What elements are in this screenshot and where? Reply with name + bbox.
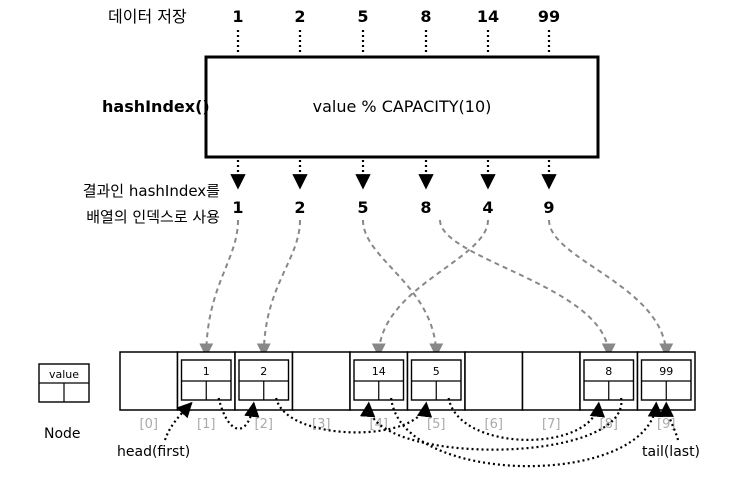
legend-node: value [38, 363, 90, 403]
node-value-1: 1 [203, 365, 210, 378]
result-label-line2: 배열의 인덱스로 사용 [86, 208, 220, 226]
array-index-3: [3] [312, 417, 330, 432]
node-value-8: 8 [605, 365, 612, 378]
array-index-5: [5] [427, 417, 445, 432]
head-pointer-label: head(first) [117, 444, 190, 460]
input-value-8: 8 [420, 7, 431, 26]
hash-arrow-to-slot-1 [199, 219, 239, 358]
array-index-4: [4] [370, 417, 388, 432]
result-value-8: 8 [420, 198, 431, 217]
node-value-4: 14 [372, 365, 386, 378]
node-slot-5: 5 [410, 359, 462, 401]
node-value-5: 5 [433, 365, 440, 378]
pointer-arrows [163, 401, 680, 441]
array-slot-6 [464, 351, 524, 411]
node-slot-2: 2 [238, 359, 290, 401]
hash-arrow-to-slot-4 [371, 219, 489, 358]
node-slot-4: 14 [353, 359, 405, 401]
legend-node-value: value [49, 368, 79, 381]
input-value-5: 5 [357, 7, 368, 26]
array-index-7: [7] [542, 417, 560, 432]
hash-arrow-to-slot-9 [548, 219, 674, 358]
data-store-label: 데이터 저장 [108, 7, 187, 26]
array-index-6: [6] [485, 417, 503, 432]
array-index-0: [0] [140, 417, 158, 432]
linked-list-arrows [217, 397, 664, 468]
hash-to-slot-arrows [199, 219, 674, 358]
node-label: Node [44, 426, 81, 442]
result-value-1: 1 [232, 198, 243, 217]
hash-arrow-to-slot-5 [362, 219, 444, 358]
tail-pointer-label: tail(last) [642, 444, 700, 460]
node-value-9: 99 [659, 365, 673, 378]
hash-arrow-to-slot-8 [439, 219, 616, 358]
head-arrow [163, 401, 193, 441]
input-value-2: 2 [294, 7, 305, 26]
next-link-8-to-4 [360, 397, 623, 451]
nodes: 1 2 14 5 8 99 [180, 359, 692, 401]
tail-arrow [658, 401, 680, 441]
input-arrows [236, 30, 551, 55]
result-label-line1: 결과인 hashIndex를 [83, 182, 220, 200]
result-value-2: 2 [294, 198, 305, 217]
input-value-14: 14 [477, 7, 499, 26]
node-slot-1: 1 [180, 359, 232, 401]
next-link-5-to-8 [447, 397, 605, 441]
hash-function-box [204, 55, 600, 159]
result-value-5: 5 [357, 198, 368, 217]
node-slot-9: 99 [640, 359, 692, 401]
array-slot-0 [119, 351, 179, 411]
array-slot-3 [291, 351, 351, 411]
array-slot-7 [521, 351, 581, 411]
node-value-2: 2 [260, 365, 267, 378]
result-arrows [230, 160, 557, 190]
hash-arrow-to-slot-2 [256, 219, 301, 358]
next-link-1-to-2 [217, 397, 260, 430]
input-values: 1 2 5 8 14 99 [232, 7, 560, 26]
node-slot-8: 8 [583, 359, 635, 401]
result-value-9: 9 [543, 198, 554, 217]
array-index-1: [1] [197, 417, 215, 432]
result-value-4: 4 [482, 198, 493, 217]
hash-formula: value % CAPACITY(10) [313, 97, 492, 116]
next-link-4-to-9 [390, 397, 664, 468]
hash-index-label: hashIndex() [102, 97, 210, 116]
input-value-1: 1 [232, 7, 243, 26]
input-value-99: 99 [538, 7, 560, 26]
array-index-2: [2] [255, 417, 273, 432]
result-values: 1 2 5 8 4 9 [232, 198, 554, 217]
